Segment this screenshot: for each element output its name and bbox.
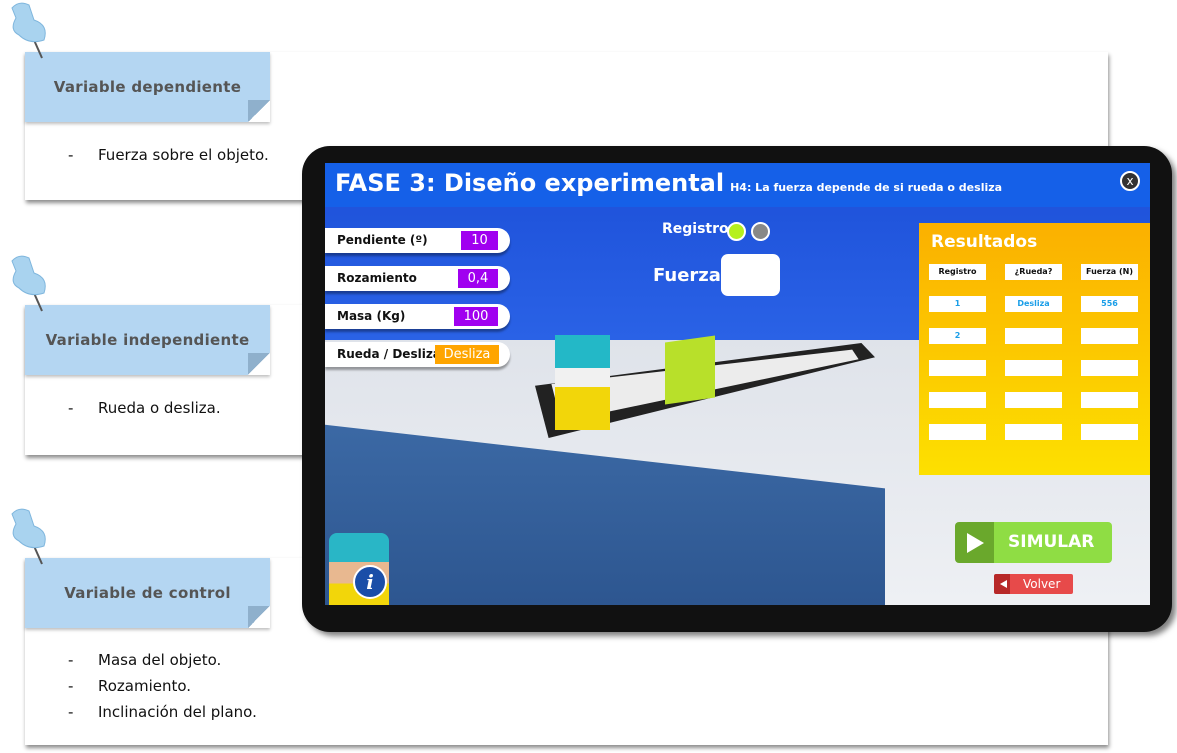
pushpin-icon [11, 255, 46, 312]
results-cell [1005, 360, 1062, 376]
bullet-dash: - [68, 651, 74, 669]
bullet-dash: - [68, 677, 74, 695]
parameter-value[interactable]: 10 [461, 231, 498, 250]
variable-item: - Fuerza sobre el objeto. [68, 146, 269, 164]
simulate-button[interactable]: SIMULAR [955, 522, 1112, 563]
bullet-dash: - [68, 703, 74, 721]
parameter-label: Rozamiento [337, 271, 417, 285]
bullet-dash: - [68, 399, 74, 417]
arrow-left-icon [1000, 580, 1007, 588]
results-cell: 556 [1081, 296, 1138, 312]
parameter-row[interactable]: Masa (Kg) 100 [325, 304, 510, 329]
results-cell [1005, 328, 1062, 344]
pushpin-icon [11, 2, 46, 59]
results-cell: 1 [929, 296, 986, 312]
results-cell [1081, 328, 1138, 344]
results-cell [929, 424, 986, 440]
parameter-label: Pendiente (º) [337, 233, 428, 247]
parameter-value[interactable]: 0,4 [458, 269, 498, 288]
close-icon[interactable]: x [1120, 171, 1140, 191]
variable-item-text: Fuerza sobre el objeto. [98, 146, 269, 164]
phase-title: FASE 3: Diseño experimental [335, 169, 725, 197]
bullet-dash: - [68, 146, 74, 164]
simulate-label: SIMULAR [1008, 532, 1095, 552]
back-label: Volver [1023, 577, 1061, 591]
results-header: Fuerza (N) [1081, 264, 1138, 280]
green-cube [665, 335, 715, 405]
variable-item: - Rueda o desliza. [68, 399, 221, 417]
results-title: Resultados [931, 232, 1038, 252]
header-bar: FASE 3: Diseño experimental H4: La fuerz… [325, 163, 1150, 207]
results-header: Registro [929, 264, 986, 280]
registro-label: Registro [662, 221, 729, 237]
results-header: ¿Rueda? [1005, 264, 1062, 280]
fuerza-label: Fuerza [653, 265, 721, 286]
parameter-value[interactable]: Desliza [435, 345, 499, 364]
variable-card-title: Variable de control [25, 558, 270, 628]
results-cell [1081, 424, 1138, 440]
variable-card-title: Variable dependiente [25, 52, 270, 122]
variable-item-text: Masa del objeto. [98, 651, 222, 669]
registro-indicator-2 [751, 222, 770, 241]
results-cell [1005, 424, 1062, 440]
variable-item: - Rozamiento. [68, 677, 191, 695]
results-cell [1005, 392, 1062, 408]
parameter-label: Masa (Kg) [337, 309, 406, 323]
info-icon[interactable]: i [353, 565, 387, 599]
parameter-label: Rueda / Desliza [337, 347, 441, 361]
results-cell [1081, 392, 1138, 408]
variable-item-text: Inclinación del plano. [98, 703, 257, 721]
hypothesis-subtitle: H4: La fuerza depende de si rueda o desl… [730, 181, 1003, 194]
simulation-screen: FASE 3: Diseño experimental H4: La fuerz… [325, 163, 1150, 605]
results-cell: 2 [929, 328, 986, 344]
results-cell [1081, 360, 1138, 376]
play-icon [967, 533, 984, 553]
parameter-row[interactable]: Rozamiento 0,4 [325, 266, 510, 291]
variable-item-text: Rueda o desliza. [98, 399, 221, 417]
pushpin-icon [11, 508, 46, 565]
variable-item-text: Rozamiento. [98, 677, 192, 695]
variable-card-title: Variable independiente [25, 305, 270, 375]
character [555, 335, 610, 430]
variable-item: - Inclinación del plano. [68, 703, 257, 721]
parameter-value[interactable]: 100 [454, 307, 498, 326]
results-panel: Resultados Registro ¿Rueda? Fuerza (N) 1 Des… [919, 223, 1150, 475]
back-button[interactable]: Volver [994, 574, 1073, 594]
results-cell [929, 360, 986, 376]
results-cell: Desliza [1005, 296, 1062, 312]
results-cell [929, 392, 986, 408]
parameter-row[interactable]: Pendiente (º) 10 [325, 228, 510, 253]
fuerza-value-box [721, 254, 780, 296]
registro-indicator-1 [727, 222, 746, 241]
variable-item: - Masa del objeto. [68, 651, 221, 669]
